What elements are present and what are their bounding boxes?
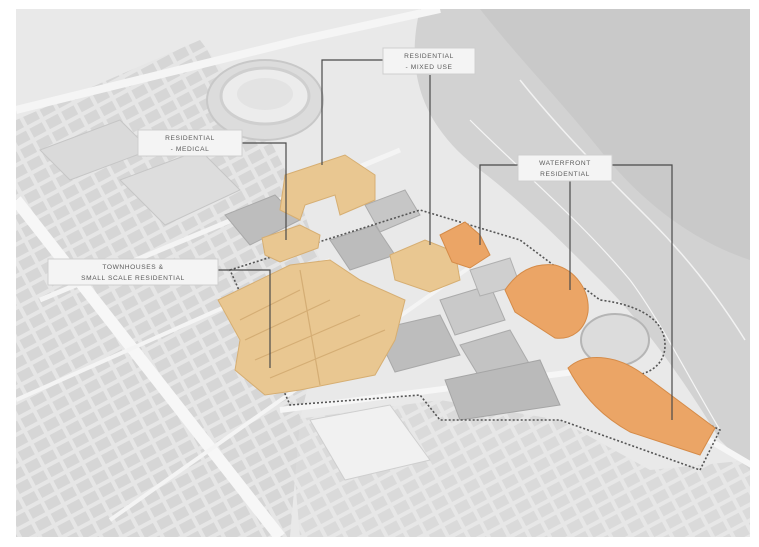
leader-line <box>612 164 673 420</box>
residential-mixed-use-block <box>279 154 376 221</box>
label-line-1: WATERFRONT <box>539 160 591 167</box>
label-line-2: - MIXED USE <box>406 64 453 71</box>
building <box>439 284 506 336</box>
riverbank-trail-2 <box>469 119 721 431</box>
townhouse-rows <box>239 269 386 386</box>
townhouses-small-scale-block <box>217 259 406 396</box>
residential-medical-block <box>261 224 321 263</box>
label-line-1: RESIDENTIAL <box>404 53 454 60</box>
waterfront-residential-block-1 <box>439 221 491 269</box>
river-wooded-bank <box>480 9 750 260</box>
building <box>444 359 561 421</box>
leader-line <box>218 269 271 368</box>
leader-line <box>479 164 518 245</box>
label-line-2: RESIDENTIAL <box>540 171 590 178</box>
leader-line <box>242 142 287 240</box>
diagonal-avenue <box>16 196 285 537</box>
label-line-2: SMALL SCALE RESIDENTIAL <box>81 275 185 282</box>
building <box>364 189 421 233</box>
label-residential-medical: RESIDENTIAL - MEDICAL <box>137 129 243 157</box>
label-residential-mixed-use: RESIDENTIAL - MIXED USE <box>382 47 476 75</box>
waterfront-residential-block-3 <box>567 357 716 456</box>
riverbank-trail <box>519 79 746 341</box>
label-line-2: - MEDICAL <box>171 146 210 153</box>
waterfront-residential-block-2 <box>504 264 589 339</box>
label-line-1: RESIDENTIAL <box>165 135 215 142</box>
label-waterfront-residential: WATERFRONT RESIDENTIAL <box>517 154 613 182</box>
leader-line <box>321 59 383 165</box>
leader-lines <box>218 59 673 420</box>
building <box>119 149 241 226</box>
north-highway <box>16 9 441 114</box>
label-line-1: TOWNHOUSES & <box>102 264 163 271</box>
label-townhouses-small-scale: TOWNHOUSES & SMALL SCALE RESIDENTIAL <box>47 258 219 286</box>
building <box>309 404 431 481</box>
site-boundary-dashed <box>228 209 722 471</box>
residential-mixed-use-block-2 <box>389 239 461 293</box>
stadium <box>206 59 324 141</box>
